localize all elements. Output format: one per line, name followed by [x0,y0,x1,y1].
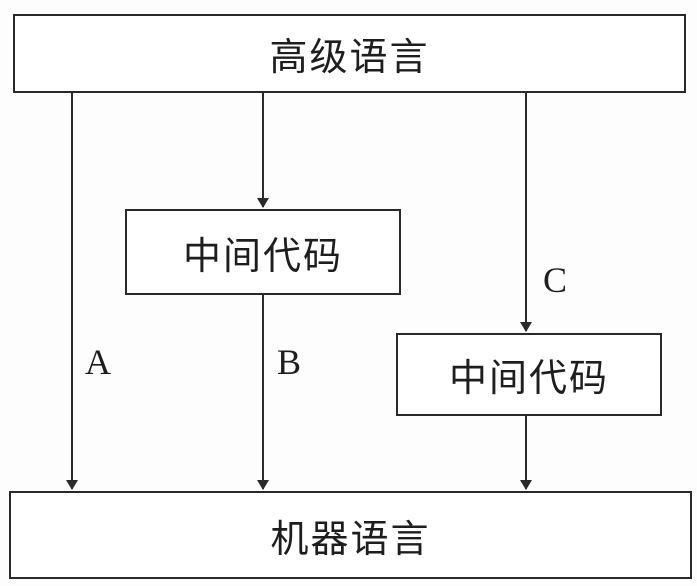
path-label-a: A [85,342,111,382]
machine-language-box: 机器语言 [9,491,692,579]
high-level-language-label: 高级语言 [269,35,430,79]
intermediate-code-box-2: 中间代码 [396,333,662,416]
intermediate-code-label-1: 中间代码 [182,233,343,278]
intermediate-code-label-2: 中间代码 [448,356,609,400]
machine-language-label: 机器语言 [270,516,431,561]
path-label-c: C [543,260,568,300]
path-label-b: B [277,342,302,382]
high-level-language-box: 高级语言 [13,14,686,93]
intermediate-code-box-1: 中间代码 [125,209,401,295]
